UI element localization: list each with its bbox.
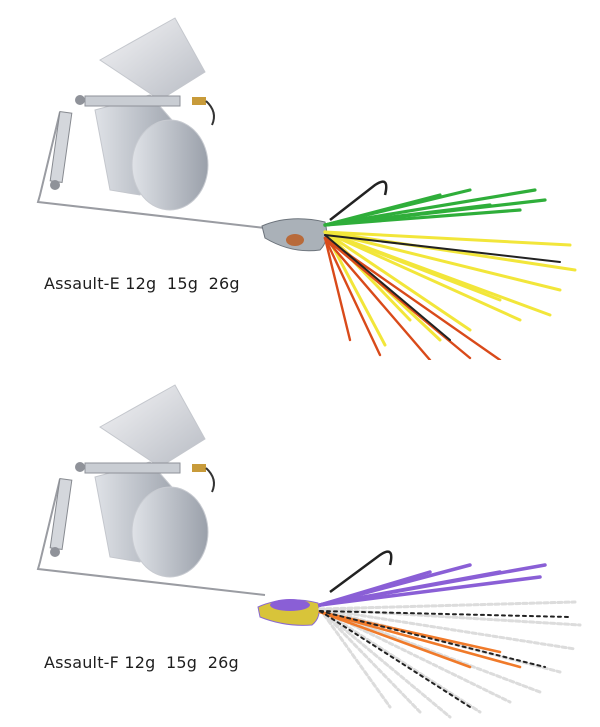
skirt	[318, 563, 582, 719]
product-caption: Assault-F 12g 15g 26g	[44, 653, 239, 672]
skirt	[323, 188, 577, 360]
product-f: Assault-F 12g 15g 26g	[0, 367, 600, 727]
lure-e-image	[36, 17, 577, 360]
product-caption: Assault-E 12g 15g 26g	[44, 274, 240, 293]
lure-f-image	[36, 384, 582, 719]
propeller-blade	[99, 384, 206, 468]
propeller-blade	[99, 17, 206, 101]
product-e: Assault-E 12g 15g 26g	[0, 0, 600, 360]
